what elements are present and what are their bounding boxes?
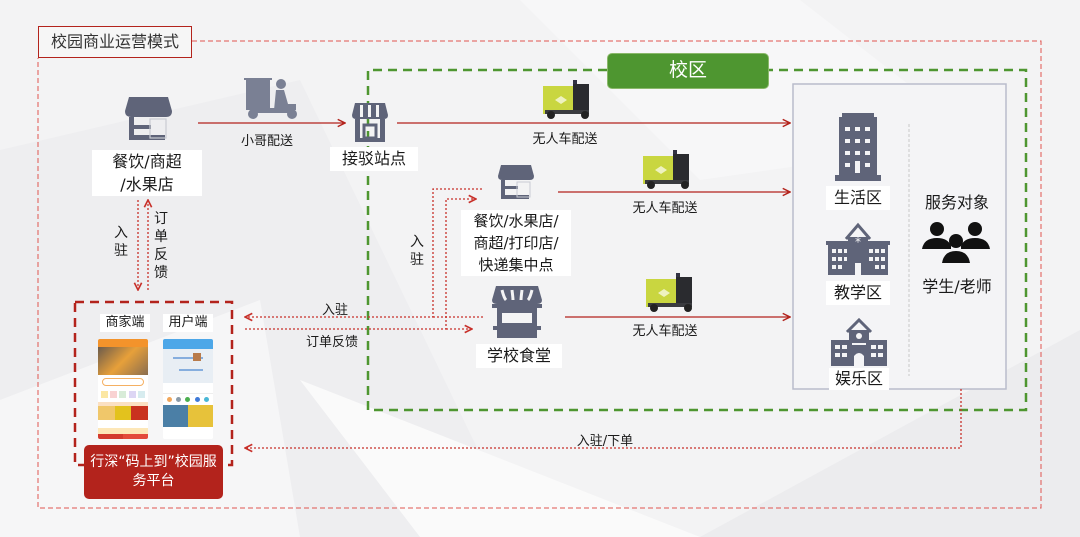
delivery-robot-icon [643, 150, 689, 189]
office-building-icon [835, 113, 881, 181]
delivery-robot-icon [646, 273, 692, 312]
robot-delivery-label-1: 无人车配送 [532, 132, 598, 147]
merchant-app-label: 商家端 [100, 314, 150, 332]
relay-station-icon [352, 103, 388, 142]
user-app-label: 用户端 [163, 314, 213, 332]
join-horizontal-arrow [245, 188, 482, 317]
house-icon [831, 317, 887, 366]
zone-label-living: 生活区 [826, 186, 890, 210]
join-horizontal-label: 入驻 [321, 303, 348, 318]
robot-delivery-label-3: 无人车配送 [632, 324, 698, 339]
outer-frame [37, 40, 1042, 509]
merchant-app-screenshot [98, 339, 148, 439]
campus-shops-line1: 餐饮/水果店/ [473, 212, 559, 230]
feedback-horizontal-arrow [245, 199, 476, 330]
merchant-source-label: 餐饮/商超 /水果店 [92, 150, 202, 196]
join-vertical-campus-label: 入驻 [410, 234, 424, 268]
robot-delivery-label-2: 无人车配送 [632, 201, 698, 216]
campus-shops-line3: 快递集中点 [478, 256, 554, 274]
page-title: 校园商业运营模式 [38, 26, 192, 58]
school-building-icon: * [826, 222, 890, 275]
relay-station-label: 接驳站点 [330, 147, 418, 171]
join-vertical-label: 入驻 [114, 225, 128, 259]
merchant-source-line2: /水果店 [120, 175, 174, 194]
canteen-icon [492, 286, 542, 338]
robot-vehicle-2 [643, 148, 693, 194]
join-order-bottom-label: 入驻/下单 [576, 434, 634, 449]
robot-vehicle-1 [543, 78, 593, 124]
delivery-scooter-icon [244, 78, 297, 119]
svg-text:*: * [855, 235, 861, 249]
service-target-label: 学生/老师 [922, 277, 992, 296]
order-feedback-horizontal-label: 订单反馈 [305, 335, 358, 350]
merchant-source-line1: 餐饮/商超 [112, 152, 182, 171]
campus-frame [366, 68, 1028, 412]
service-target-title: 服务对象 [924, 193, 989, 212]
zones-panel [792, 83, 1007, 390]
campus-shop-icon [498, 165, 534, 199]
delivery-robot-icon [543, 80, 589, 119]
platform-name-line2: 务平台 [132, 473, 175, 489]
shop-icon [125, 97, 172, 140]
campus-shops-label: 餐饮/水果店/ 商超/打印店/ 快递集中点 [461, 210, 571, 276]
people-group-icon [922, 222, 990, 263]
join-order-arrow [245, 389, 962, 448]
canteen-label: 学校食堂 [476, 344, 562, 368]
courier-label: 小哥配送 [240, 134, 293, 149]
user-app-screenshot [163, 339, 213, 439]
campus-badge: 校区 [607, 53, 769, 89]
platform-name-badge: 行深“码上到”校园服 务平台 [84, 445, 223, 499]
robot-vehicle-3 [646, 271, 696, 317]
order-feedback-vertical-label: 订单反馈 [154, 211, 168, 281]
zone-label-entertainment: 娱乐区 [829, 368, 889, 390]
platform-name-line1: 行深“码上到”校园服 [90, 454, 217, 470]
zone-label-teaching: 教学区 [826, 281, 890, 305]
campus-shops-line2: 商超/打印店/ [473, 234, 559, 252]
